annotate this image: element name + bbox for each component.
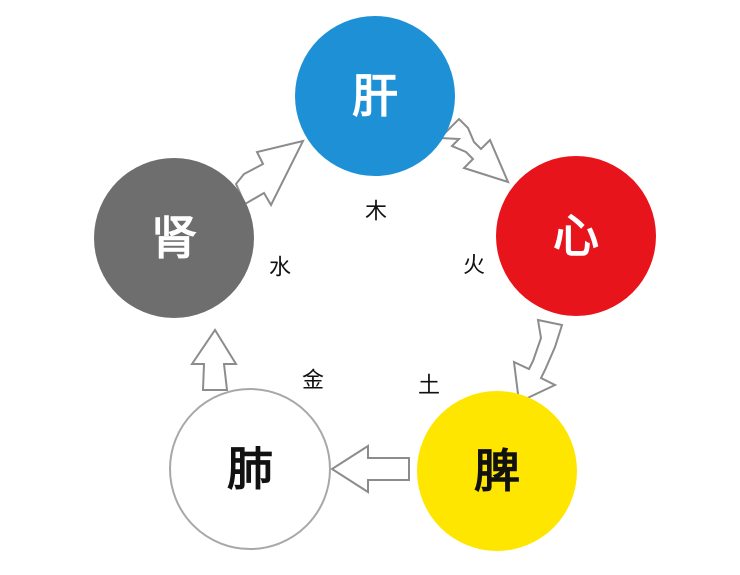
organ-circle-liver bbox=[295, 16, 455, 176]
organ-circle-spleen bbox=[417, 391, 577, 551]
element-label-metal: 金 bbox=[302, 369, 324, 394]
organ-spleen: 脾 bbox=[417, 391, 577, 551]
organ-liver: 肝 bbox=[295, 16, 455, 176]
organ-label-kidney: 肾 bbox=[151, 211, 197, 265]
organ-circle-kidney bbox=[94, 158, 254, 318]
organ-lung: 肺 bbox=[169, 388, 331, 550]
organ-circle-lung bbox=[169, 388, 331, 550]
arrow-lung-to-kidney bbox=[190, 328, 238, 391]
organ-circle-heart bbox=[496, 156, 656, 316]
arrow-heart-to-spleen bbox=[512, 318, 564, 404]
organ-label-lung: 肺 bbox=[227, 442, 273, 496]
element-label-wood: 木 bbox=[365, 200, 387, 225]
arrow-spleen-to-lung bbox=[330, 444, 410, 494]
organ-heart: 心 bbox=[496, 156, 656, 316]
element-label-earth: 土 bbox=[418, 374, 440, 399]
element-label-fire: 火 bbox=[463, 254, 485, 279]
arrow-kidney-to-liver bbox=[234, 139, 305, 208]
arrow-liver-to-heart bbox=[437, 117, 510, 184]
organ-label-heart: 心 bbox=[553, 209, 599, 263]
element-label-water: 水 bbox=[269, 256, 291, 281]
organ-kidney: 肾 bbox=[94, 158, 254, 318]
cycle-arrows bbox=[190, 117, 564, 494]
organ-label-liver: 肝 bbox=[352, 69, 398, 123]
organ-label-spleen: 脾 bbox=[474, 444, 520, 498]
